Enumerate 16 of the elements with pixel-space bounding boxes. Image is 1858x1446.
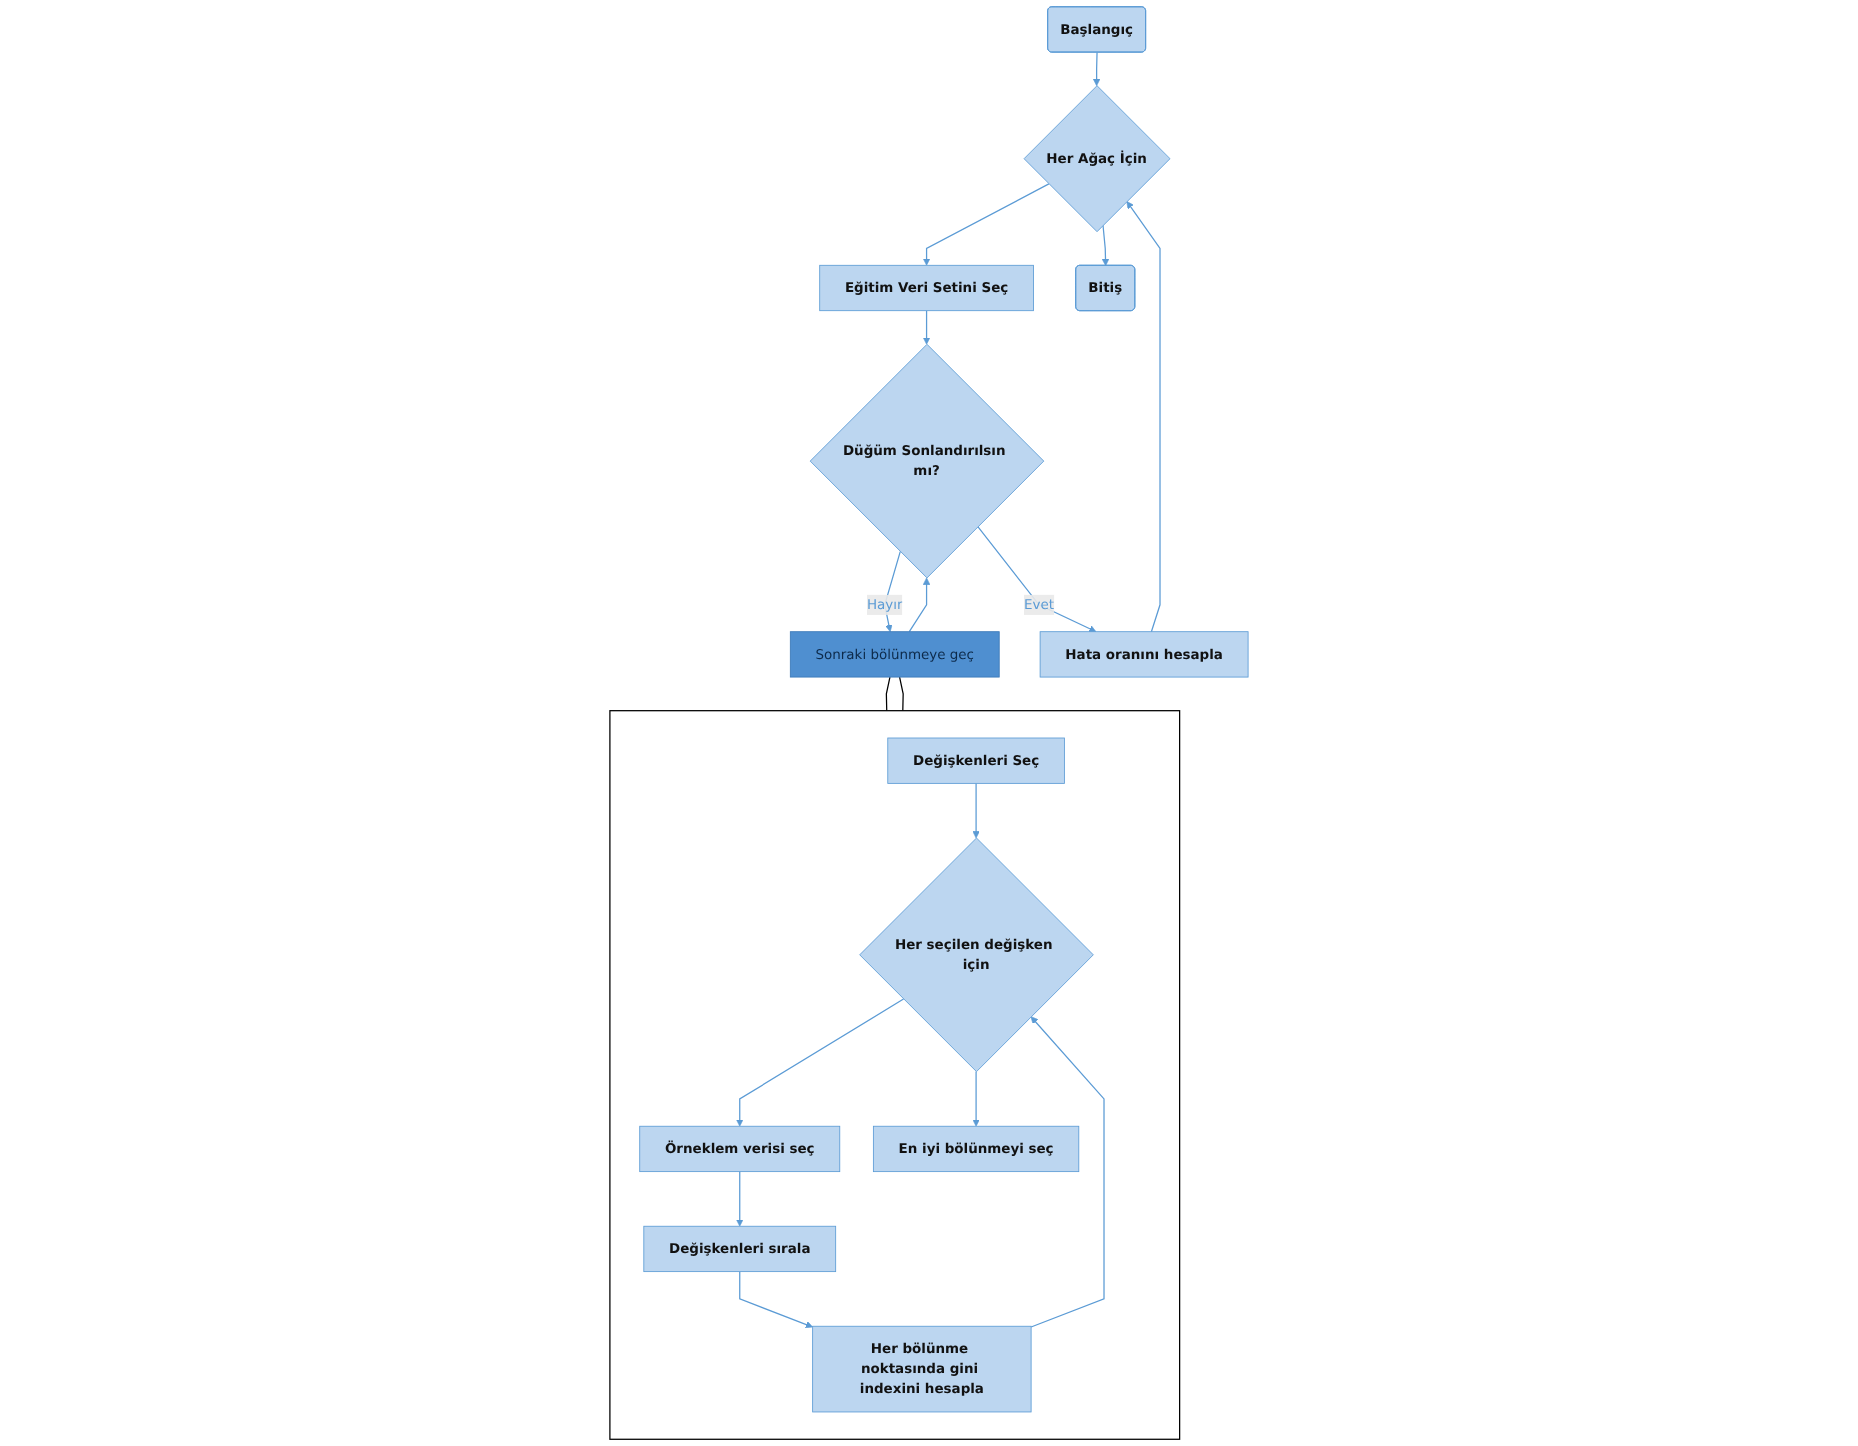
cluster bbox=[609, 710, 1181, 1440]
arrow bbox=[922, 310, 931, 345]
arrow bbox=[908, 577, 931, 633]
arrow bbox=[739, 1271, 813, 1329]
arrow bbox=[1030, 1016, 1105, 1328]
arrow bbox=[1101, 224, 1110, 267]
arrow bbox=[922, 183, 1050, 266]
arrow bbox=[736, 998, 905, 1127]
arrow bbox=[977, 526, 1097, 633]
arrow bbox=[736, 1171, 744, 1227]
arrow bbox=[972, 782, 980, 839]
connector bbox=[885, 676, 891, 712]
arrow bbox=[1126, 201, 1161, 633]
arrow bbox=[1092, 51, 1101, 87]
connector bbox=[898, 676, 904, 712]
arrow bbox=[972, 1071, 980, 1127]
